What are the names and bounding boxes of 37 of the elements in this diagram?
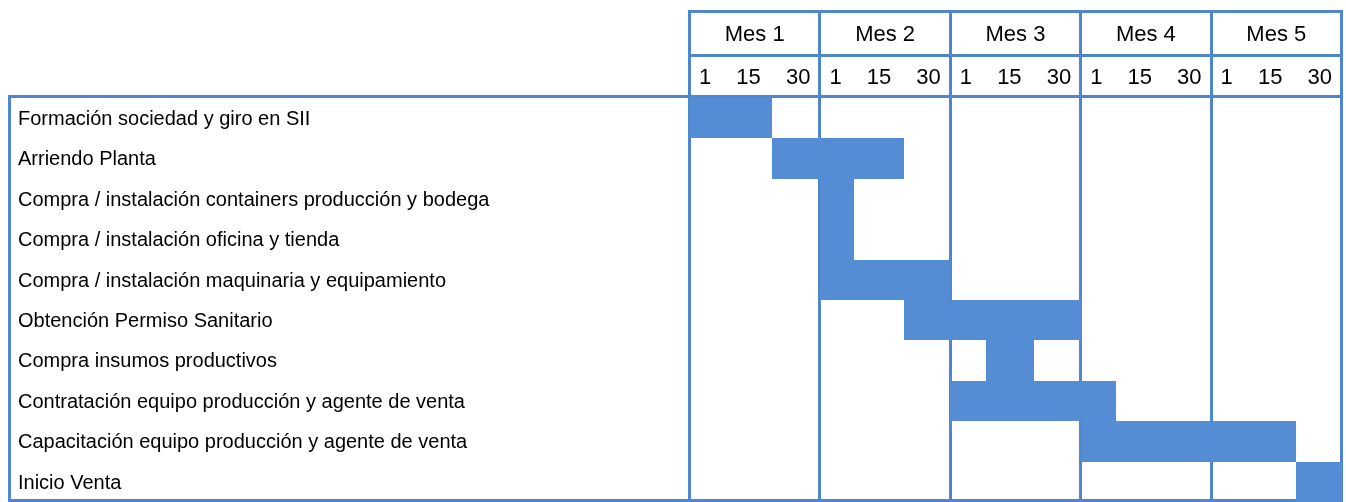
day-tick-label: 15 (736, 63, 761, 91)
day-tick-label: 1 (1090, 63, 1103, 91)
task-label: Inicio Venta (18, 469, 122, 494)
day-tick-label: 15 (1257, 63, 1283, 91)
task-label: Formación sociedad y giro en SII (18, 106, 311, 130)
day-tick-label: 15 (866, 63, 892, 91)
day-tick-label: 1 (699, 63, 712, 91)
task-label: Compra / instalación containers producción y bodega (18, 186, 490, 211)
gantt-bar (690, 98, 772, 139)
day-tick-label: 1 (1220, 63, 1233, 91)
gantt-bar (1082, 421, 1296, 462)
day-tick-label: 1 (829, 63, 842, 91)
gantt-bar (1296, 461, 1342, 502)
task-label: Compra / instalación maquinaria y equipamiento (18, 267, 446, 292)
task-label: Compra insumos productivos (18, 348, 277, 373)
day-tick-label: 30 (785, 63, 811, 91)
day-tick-label: 30 (1307, 63, 1332, 91)
task-label: Arriendo Planta (18, 146, 156, 171)
day-tick-label: 1 (959, 63, 973, 91)
day-tick-label: 30 (916, 63, 941, 91)
month-header: Mes 1 (723, 20, 786, 48)
gantt-bar (820, 259, 950, 300)
gantt-bar (950, 380, 1116, 422)
day-tick-label: 15 (997, 63, 1022, 91)
month-header: Mes 3 (984, 20, 1047, 48)
day-tick-label: 15 (1127, 63, 1152, 91)
gantt-bar (772, 138, 904, 179)
gantt-bar (904, 300, 1082, 341)
month-header: Mes 5 (1245, 20, 1308, 48)
day-tick-label: 30 (1177, 63, 1202, 91)
task-label: Obtención Permiso Sanitario (18, 308, 273, 332)
task-label: Capacitación equipo producción y agente de venta (18, 429, 468, 454)
task-label: Contratación equipo producción y agente de venta (18, 388, 465, 413)
day-tick-label: 30 (1046, 63, 1072, 91)
month-header: Mes 2 (854, 20, 917, 48)
task-label: Compra / instalación oficina y tienda (18, 227, 340, 252)
month-header: Mes 4 (1114, 20, 1177, 48)
